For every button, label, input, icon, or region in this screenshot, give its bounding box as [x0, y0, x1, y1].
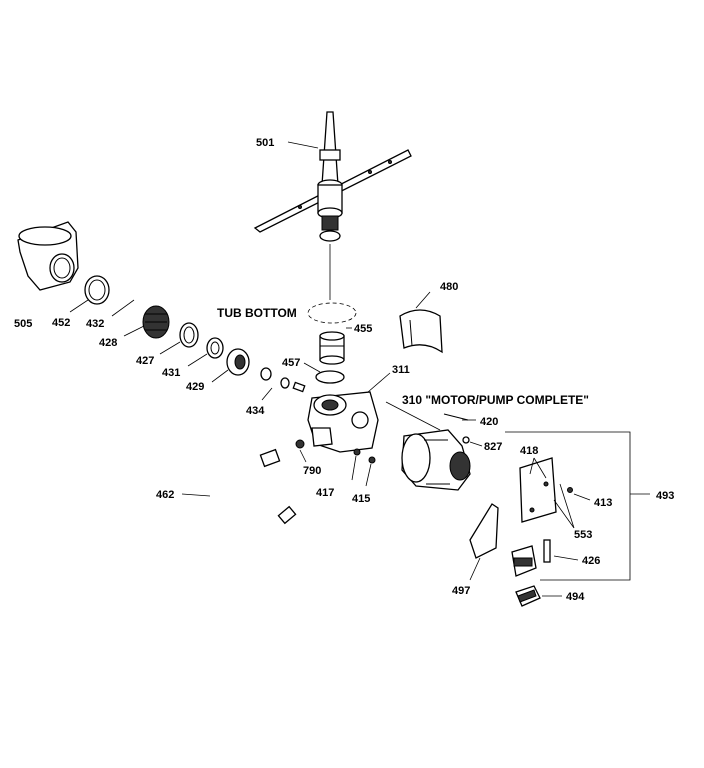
label-455: 455: [354, 323, 372, 335]
leader-431: [187, 353, 208, 367]
leader-457: [303, 362, 321, 373]
label-428: 428: [99, 337, 117, 349]
label-434: 434: [246, 405, 265, 417]
label-420: 420: [480, 416, 498, 428]
part-413[interactable]: [567, 487, 573, 493]
label-429: 429: [186, 381, 204, 393]
leader-432: [111, 299, 135, 317]
ring-431[interactable]: [206, 337, 224, 359]
label-480: 480: [440, 281, 458, 293]
label-452: 452: [52, 317, 70, 329]
label-553: 553: [574, 529, 592, 541]
label-310: 310 "MOTOR/PUMP COMPLETE": [402, 393, 589, 407]
leader-501: [287, 141, 319, 149]
mount-497[interactable]: [469, 503, 537, 577]
clamp-457[interactable]: [315, 370, 345, 384]
part-426[interactable]: [543, 539, 551, 563]
guard-480[interactable]: [399, 309, 443, 354]
leader-413: [573, 493, 591, 501]
label-427: 427: [136, 355, 154, 367]
label-462: 462: [156, 489, 174, 501]
leader-418: [529, 457, 547, 479]
housing-505[interactable]: [17, 221, 79, 291]
label-415: 415: [352, 493, 370, 505]
label-493: 493: [656, 490, 674, 502]
label-827: 827: [484, 441, 502, 453]
plate-418[interactable]: [519, 457, 557, 523]
label-501: 501: [256, 137, 274, 149]
leader-452: [69, 299, 89, 313]
leader-429: [211, 369, 229, 383]
leader-310: [385, 401, 441, 431]
leader-553: [553, 483, 575, 529]
label-311: 311: [392, 364, 410, 376]
leader-497: [469, 557, 481, 581]
ring-452[interactable]: [84, 275, 110, 305]
part-827[interactable]: [462, 436, 470, 444]
tub-bottom-gasket[interactable]: [307, 302, 357, 324]
leader-311: [367, 372, 391, 393]
leader-417: [351, 455, 357, 481]
part-417[interactable]: [353, 448, 361, 456]
leader-434: [261, 387, 273, 401]
label-505: 505: [14, 318, 32, 330]
ring-427[interactable]: [179, 322, 199, 348]
leader-426: [553, 555, 579, 561]
leader-427: [159, 341, 181, 355]
leader-428: [123, 325, 145, 337]
label-426: 426: [582, 555, 600, 567]
label-457: 457: [282, 357, 300, 369]
bracket-493: [505, 431, 631, 581]
leader-790: [299, 449, 307, 463]
leader-480: [415, 291, 431, 309]
impeller-429[interactable]: [226, 348, 250, 376]
part-420[interactable]: [443, 413, 469, 421]
spray-arm-501[interactable]: [253, 111, 412, 242]
label-tub-bottom: TUB BOTTOM: [217, 306, 297, 320]
motor-310[interactable]: [401, 429, 471, 491]
seal-455[interactable]: [319, 331, 345, 365]
leader-827: [469, 441, 483, 447]
label-497: 497: [452, 585, 470, 597]
part-494[interactable]: [515, 585, 541, 607]
chopper-428[interactable]: [142, 305, 170, 339]
leader-415: [365, 463, 372, 487]
fastener-434[interactable]: [260, 367, 306, 393]
pump-housing-311[interactable]: [307, 391, 379, 453]
label-790: 790: [303, 465, 321, 477]
label-417: 417: [316, 487, 334, 499]
part-790[interactable]: [295, 439, 305, 449]
label-413: 413: [594, 497, 612, 509]
leader-462: [181, 493, 211, 497]
label-494: 494: [566, 591, 585, 603]
label-418: 418: [520, 445, 538, 457]
label-431: 431: [162, 367, 180, 379]
part-415[interactable]: [368, 456, 376, 464]
hose-462[interactable]: [214, 448, 297, 539]
label-432: 432: [86, 318, 104, 330]
